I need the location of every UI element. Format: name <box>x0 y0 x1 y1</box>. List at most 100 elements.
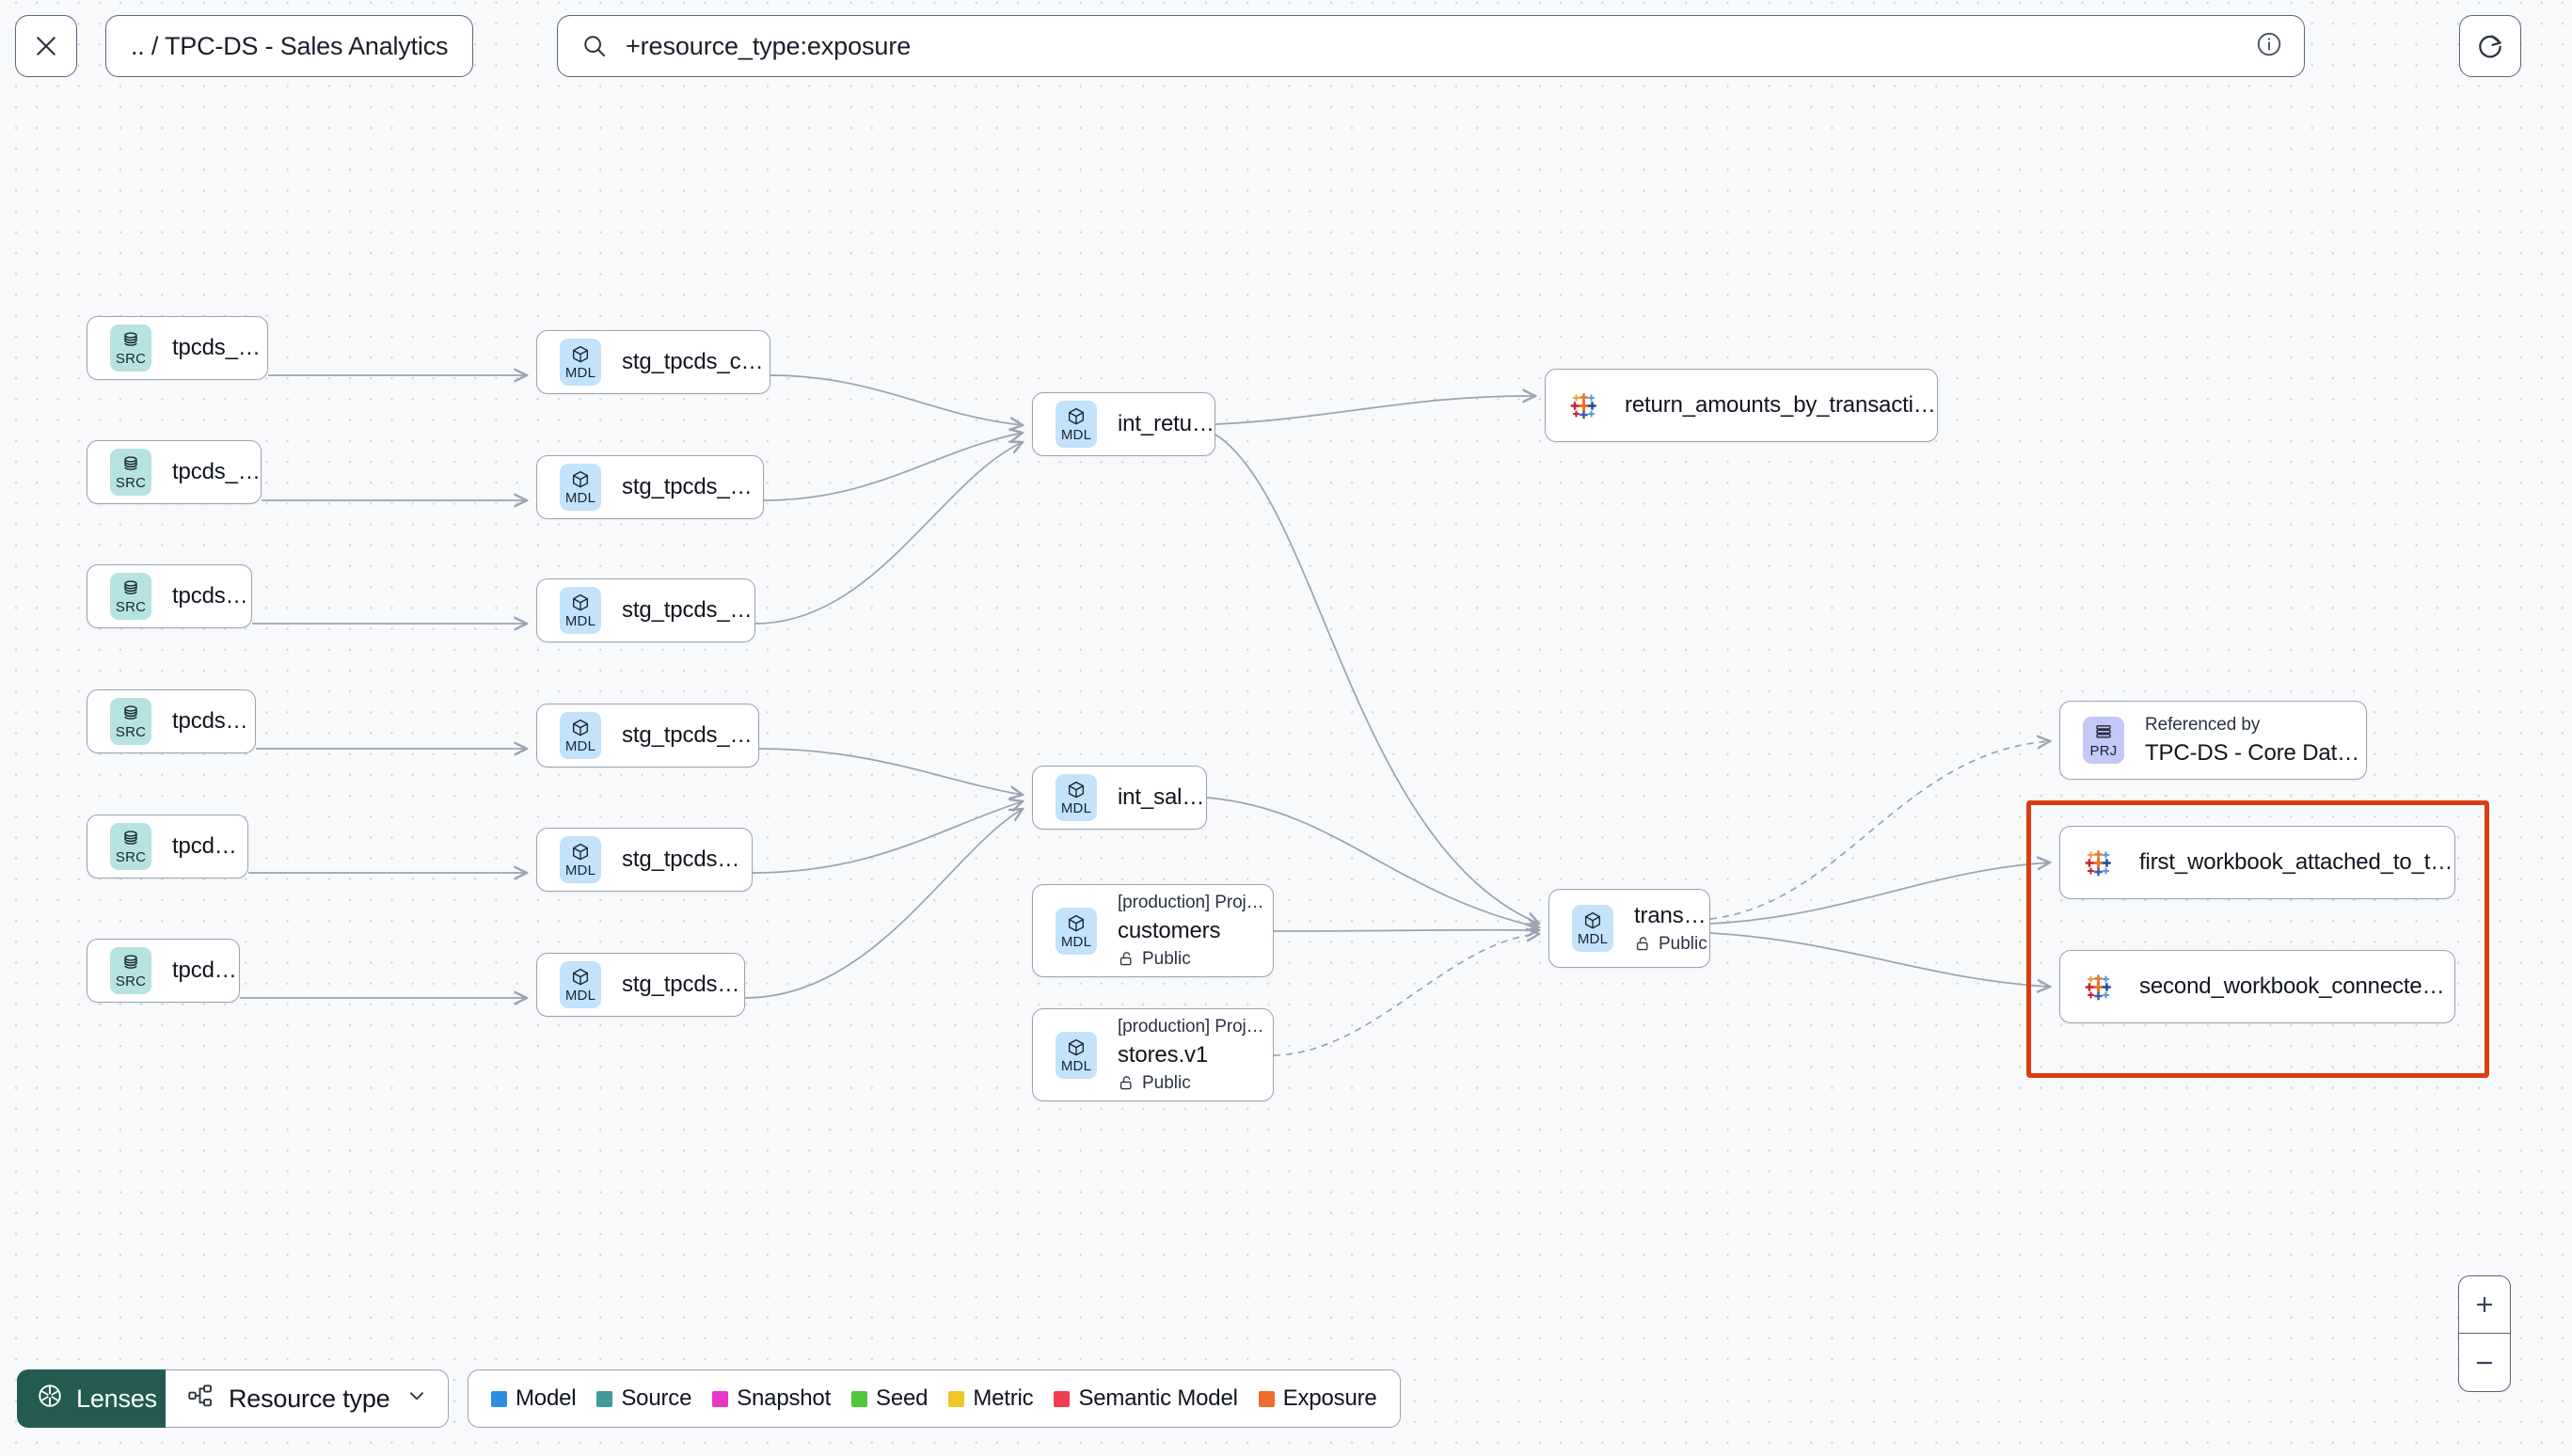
chevron-down-icon <box>405 1384 429 1415</box>
badge-label: MDL <box>564 490 596 506</box>
node-name: customers <box>1118 917 1221 943</box>
node-text-group: [production] Project: TPC-DS - Core Data… <box>1118 893 1273 970</box>
node-label: tpcds_core.catalog_returns <box>172 335 267 360</box>
node-label: tpcds_core.store_returns <box>172 459 261 484</box>
graph-node-exp-return-amounts[interactable]: return_amounts_by_transaction_type <box>1545 369 1938 442</box>
graph-node-mdl-stores-v1[interactable]: MDL [production] Project: TPC-DS - Core D… <box>1032 1008 1274 1101</box>
lenses-label: Lenses <box>76 1384 157 1413</box>
badge-label: SRC <box>115 973 147 989</box>
node-label: int_returns__unioned <box>1118 411 1215 436</box>
resource-type-label: Resource type <box>229 1384 390 1413</box>
legend-item-semantic-model[interactable]: Semantic Model <box>1054 1385 1238 1412</box>
refresh-icon <box>2479 35 2501 58</box>
node-label: stg_tpcds_core__web_sales <box>622 972 744 997</box>
badge-label: MDL <box>564 365 596 381</box>
node-label: stg_tpcds_core__web_returns <box>622 597 754 623</box>
mdl-badge: MDL <box>560 464 601 511</box>
prj-badge: PRJ <box>2083 717 2124 764</box>
resource-type-dropdown[interactable]: Resource type <box>166 1369 449 1428</box>
node-label: stg_tpcds_core__catalog_sales <box>622 722 758 748</box>
legend-label: Seed <box>876 1385 929 1411</box>
legend-item-model[interactable]: Model <box>491 1385 577 1412</box>
badge-label: MDL <box>1060 800 1092 816</box>
refresh-button[interactable] <box>2459 15 2521 77</box>
legend-swatch <box>712 1390 729 1407</box>
badge-label: SRC <box>115 849 147 865</box>
legend-label: Exposure <box>1282 1385 1377 1411</box>
legend-label: Snapshot <box>737 1385 832 1411</box>
node-text-group: [production] Project: TPC-DS - Core Data… <box>1118 1017 1273 1094</box>
node-name: TPC-DS - Core Data Models <box>2145 739 2366 766</box>
minus-icon <box>2476 1361 2493 1364</box>
mdl-badge: MDL <box>560 339 601 386</box>
graph-node-mdl-stg-catalog-returns[interactable]: MDL stg_tpcds_core__catalog_returns <box>536 330 770 394</box>
legend-item-snapshot[interactable]: Snapshot <box>712 1385 831 1412</box>
graph-node-src-store-sales[interactable]: SRC tpcds_core.store_sales <box>87 815 248 878</box>
mdl-badge: MDL <box>1056 774 1097 821</box>
tableau-icon <box>2085 850 2111 877</box>
legend-swatch <box>851 1390 868 1407</box>
mdl-badge: MDL <box>1572 905 1613 952</box>
tableau-icon <box>1570 393 1596 419</box>
graph-node-src-catalog-returns[interactable]: SRC tpcds_core.catalog_returns <box>87 316 268 380</box>
plus-icon <box>2476 1296 2493 1313</box>
badge-label: SRC <box>115 351 147 367</box>
graph-node-mdl-stg-catalog-sales[interactable]: MDL stg_tpcds_core__catalog_sales <box>536 704 759 768</box>
node-label: stg_tpcds_core__store_returns <box>622 474 763 499</box>
mdl-badge: MDL <box>560 712 601 759</box>
legend-swatch <box>948 1390 965 1407</box>
node-name: first_workbook_attached_to_tpc-ds_-_… <box>2139 849 2454 875</box>
graph-node-mdl-stg-store-returns[interactable]: MDL stg_tpcds_core__store_returns <box>536 455 764 519</box>
graph-node-exp-first-workbook[interactable]: first_workbook_attached_to_tpc-ds_-_… <box>2059 826 2455 899</box>
node-label: stg_tpcds_core__catalog_returns <box>622 349 770 374</box>
node-project-path: [production] Project: TPC-DS - Core Data… <box>1118 892 1273 912</box>
graph-node-exp-second-workbook[interactable]: second_workbook_connected_to_live… <box>2059 950 2455 1023</box>
lenses-button[interactable]: Lenses <box>17 1369 178 1428</box>
graph-node-mdl-transactions[interactable]: MDLtransactionsPublic <box>1548 889 1710 968</box>
graph-node-mdl-stg-web-sales[interactable]: MDL stg_tpcds_core__web_sales <box>536 953 745 1017</box>
legend-label: Metric <box>973 1385 1034 1411</box>
legend-label: Source <box>621 1385 692 1411</box>
badge-label: MDL <box>564 738 596 754</box>
src-badge: SRC <box>110 573 151 620</box>
badge-label: MDL <box>564 988 596 1004</box>
mdl-badge: MDL <box>1056 1031 1097 1079</box>
search-field[interactable] <box>557 15 2305 77</box>
close-icon <box>37 37 56 55</box>
breadcrumb[interactable]: .. / TPC-DS - Sales Analytics <box>105 15 474 77</box>
access-label: Public <box>1659 933 1707 954</box>
legend-item-source[interactable]: Source <box>596 1385 691 1412</box>
legend-item-seed[interactable]: Seed <box>851 1385 929 1412</box>
access-label: Public <box>1142 1072 1191 1093</box>
legend-item-exposure[interactable]: Exposure <box>1258 1385 1377 1412</box>
badge-label: MDL <box>1060 1057 1092 1074</box>
node-access-badge: Public <box>1118 949 1273 970</box>
graph-node-mdl-int-returns-unioned[interactable]: MDL int_returns__unioned <box>1032 392 1215 456</box>
src-badge: SRC <box>110 324 151 372</box>
unlock-icon <box>1119 952 1132 966</box>
zoom-controls[interactable] <box>2458 1275 2511 1392</box>
node-label: stg_tpcds_core__store_sales <box>622 847 752 872</box>
zoom-in-button[interactable] <box>2459 1276 2510 1334</box>
node-project-path: [production] Project: TPC-DS - Core Data… <box>1118 1016 1273 1037</box>
node-label: tpcds_core.store_sales <box>172 833 247 859</box>
zoom-out-button[interactable] <box>2459 1334 2510 1391</box>
mdl-badge: MDL <box>1056 401 1097 448</box>
node-name: second_workbook_connected_to_live… <box>2139 973 2454 999</box>
graph-node-mdl-customers[interactable]: MDL[production] Project: TPC-DS - Core D… <box>1032 884 1274 977</box>
node-access-badge: Public <box>1118 1073 1273 1094</box>
info-icon[interactable] <box>2255 30 2283 63</box>
legend-item-metric[interactable]: Metric <box>948 1385 1034 1412</box>
close-button[interactable] <box>15 15 77 77</box>
search-input[interactable] <box>626 31 2238 61</box>
